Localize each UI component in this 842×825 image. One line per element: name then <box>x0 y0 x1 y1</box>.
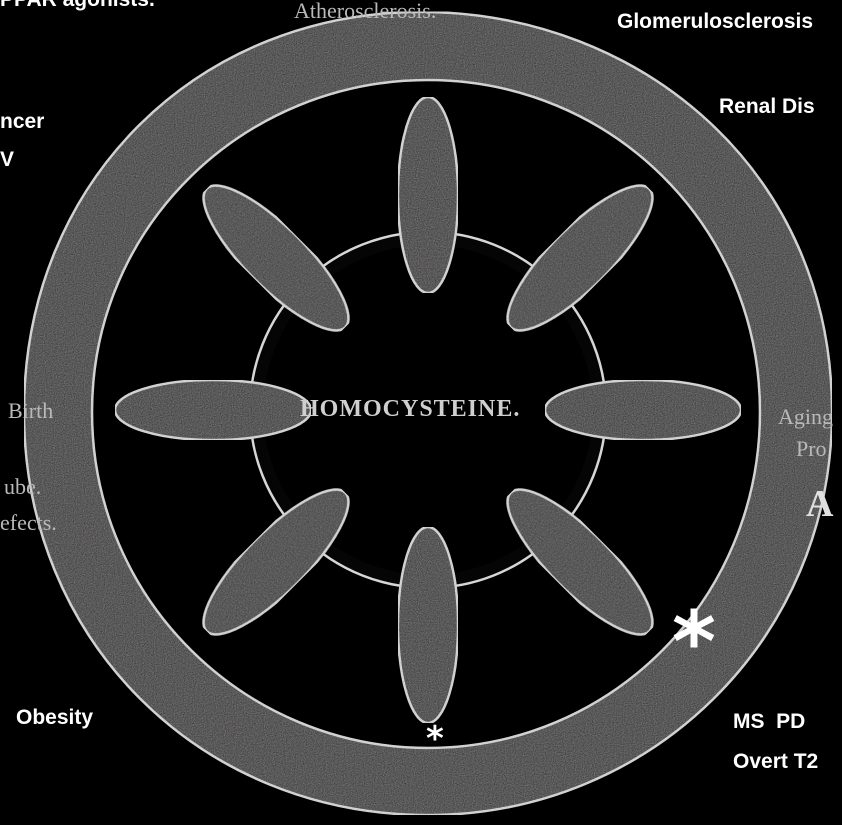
spoke-right <box>545 380 741 440</box>
label-defects: efects. <box>0 510 57 536</box>
spoke-top <box>398 97 458 293</box>
label-obesity: Obesity <box>16 706 93 730</box>
spoke-left <box>115 380 311 440</box>
label-cancer: ncer <box>0 110 44 134</box>
center-label: HOMOCYSTEINE. <box>300 396 520 423</box>
asterisk-large: * <box>672 600 716 684</box>
label-glomerulosclerosis: Glomerulosclerosis <box>617 10 813 34</box>
asterisk-small: * <box>426 722 444 756</box>
spoke-bottom <box>398 527 458 723</box>
label-neural-tube: ube. <box>4 474 41 500</box>
label-atherosclerosis: Atherosclerosis. <box>294 0 436 24</box>
label-aging: Aging <box>778 404 833 430</box>
label-ppar-agonists: PPAR agonists. <box>0 0 155 12</box>
label-process: Pro <box>796 436 827 462</box>
label-a: A <box>806 482 833 526</box>
label-renal-disease: Renal Dis <box>719 95 815 119</box>
label-v: V <box>0 148 14 172</box>
label-birth: Birth <box>8 398 53 424</box>
label-ms-pd: MS PD <box>733 710 805 734</box>
label-overt-t2dm: Overt T2 <box>733 750 818 774</box>
